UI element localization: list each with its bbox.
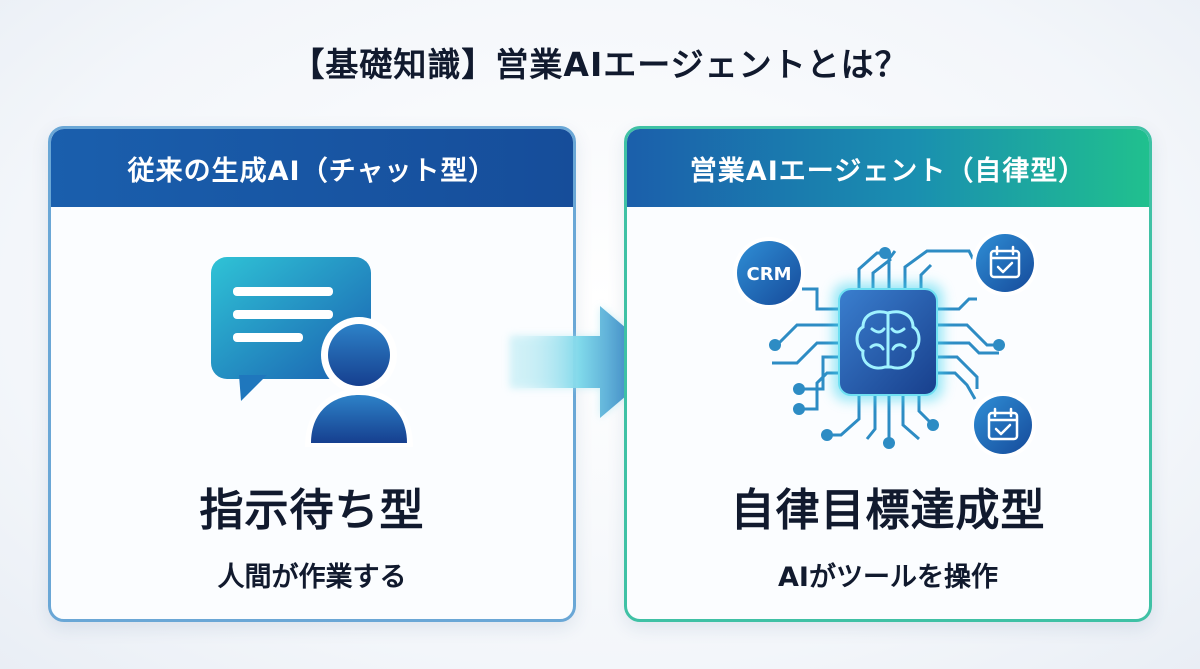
ai-chip-brain-icon: CRM [733, 230, 1038, 458]
brain-icon [855, 310, 921, 370]
traditional-ai-description: 人間が作業する [217, 562, 407, 593]
chat-user-icon [211, 257, 413, 447]
user-icon [305, 317, 413, 447]
ai-agent-icon-area: CRM [627, 229, 1149, 469]
traditional-ai-header: 従来の生成AI（チャット型） [51, 129, 573, 207]
circuit-nodes [769, 247, 1005, 449]
calendar-check-icon [970, 392, 1036, 458]
ai-agent-panel: 営業AIエージェント（自律型） [624, 126, 1152, 622]
calendar-check-icon [972, 230, 1038, 296]
ai-agent-type-label: 自律目標達成型 [730, 485, 1046, 536]
crm-badge: CRM [733, 237, 805, 309]
page-title: 【基礎知識】営業AIエージェントとは？ [291, 45, 909, 84]
traditional-ai-type-label: 指示待ち型 [199, 485, 425, 536]
traditional-ai-panel: 従来の生成AI（チャット型） [48, 126, 576, 622]
ai-agent-header: 営業AIエージェント（自律型） [627, 129, 1149, 207]
ai-agent-description: AIがツールを操作 [778, 562, 998, 593]
crm-badge-label: CRM [747, 264, 792, 285]
chat-user-icon-area [51, 229, 573, 469]
